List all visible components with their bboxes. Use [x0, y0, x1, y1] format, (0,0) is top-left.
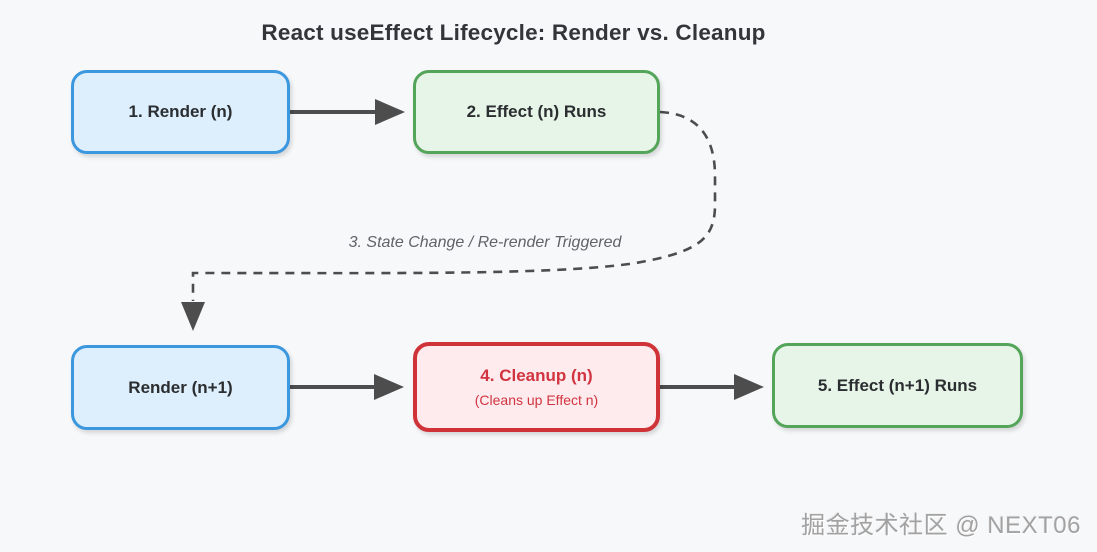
node-cleanup-n: 4. Cleanup (n) (Cleans up Effect n): [413, 342, 660, 432]
node-cleanup-n-sublabel: (Cleans up Effect n): [474, 392, 599, 408]
node-render-n1-label: Render (n+1): [128, 377, 233, 397]
node-cleanup-n-label: 4. Cleanup (n): [480, 366, 593, 385]
node-render-n-label: 1. Render (n): [128, 102, 233, 121]
node-effect-n-label: 2. Effect (n) Runs: [466, 102, 607, 121]
node-render-n1: Render (n+1): [71, 345, 290, 430]
arrow-render-n-to-effect-n-icon: [290, 99, 405, 125]
node-effect-n: 2. Effect (n) Runs: [413, 70, 660, 154]
edge-label-state-change: 3. State Change / Re-render Triggered: [348, 234, 622, 251]
dashed-rerender-arrow-icon: [181, 110, 717, 331]
arrow-cleanup-to-effect-n1-icon: [660, 374, 764, 400]
diagram-title: React useEffect Lifecycle: Render vs. Cl…: [261, 20, 766, 45]
arrow-render-n1-to-cleanup-icon: [290, 374, 404, 400]
watermark: 掘金技术社区 @ NEXT06: [801, 512, 1081, 539]
node-effect-n1-label: 5. Effect (n+1) Runs: [817, 375, 978, 395]
node-effect-n1: 5. Effect (n+1) Runs: [772, 343, 1023, 428]
node-render-n: 1. Render (n): [71, 70, 290, 154]
